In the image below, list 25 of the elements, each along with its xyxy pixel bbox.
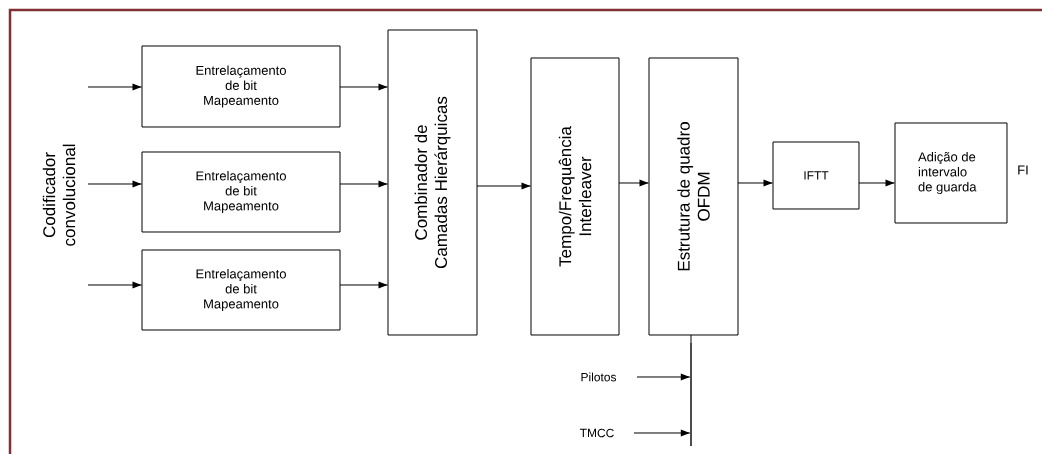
process-box: Adição de intervalo de guarda <box>894 122 1008 224</box>
process-box: Estrutura de quadro OFDM <box>648 57 739 336</box>
connector-line <box>690 334 692 344</box>
arrow <box>636 373 691 381</box>
arrow <box>339 83 388 91</box>
process-box: Tempo/Frequência Interleaver <box>530 57 620 336</box>
process-box: Entrelaçamento de bit Mapeamento <box>141 45 341 128</box>
process-box: Combinador de Camadas Hierárquicas <box>387 29 478 336</box>
text-label: Codificador convolucional <box>42 144 76 246</box>
process-box: Entrelaçamento de bit Mapeamento <box>141 151 341 233</box>
arrow <box>633 429 691 437</box>
arrow <box>87 281 142 289</box>
text-label: Pilotos <box>581 372 617 382</box>
arrow <box>87 180 142 188</box>
arrow <box>339 180 388 188</box>
arrow <box>858 179 895 187</box>
output-label: FI <box>1018 165 1028 175</box>
process-box: Entrelaçamento de bit Mapeamento <box>141 249 341 331</box>
process-box: IFTT <box>772 141 860 210</box>
arrow <box>87 83 142 91</box>
arrow <box>476 182 531 190</box>
arrow <box>737 179 773 187</box>
arrow <box>339 281 388 289</box>
arrow <box>618 179 649 187</box>
text-label: TMCC <box>579 428 614 438</box>
